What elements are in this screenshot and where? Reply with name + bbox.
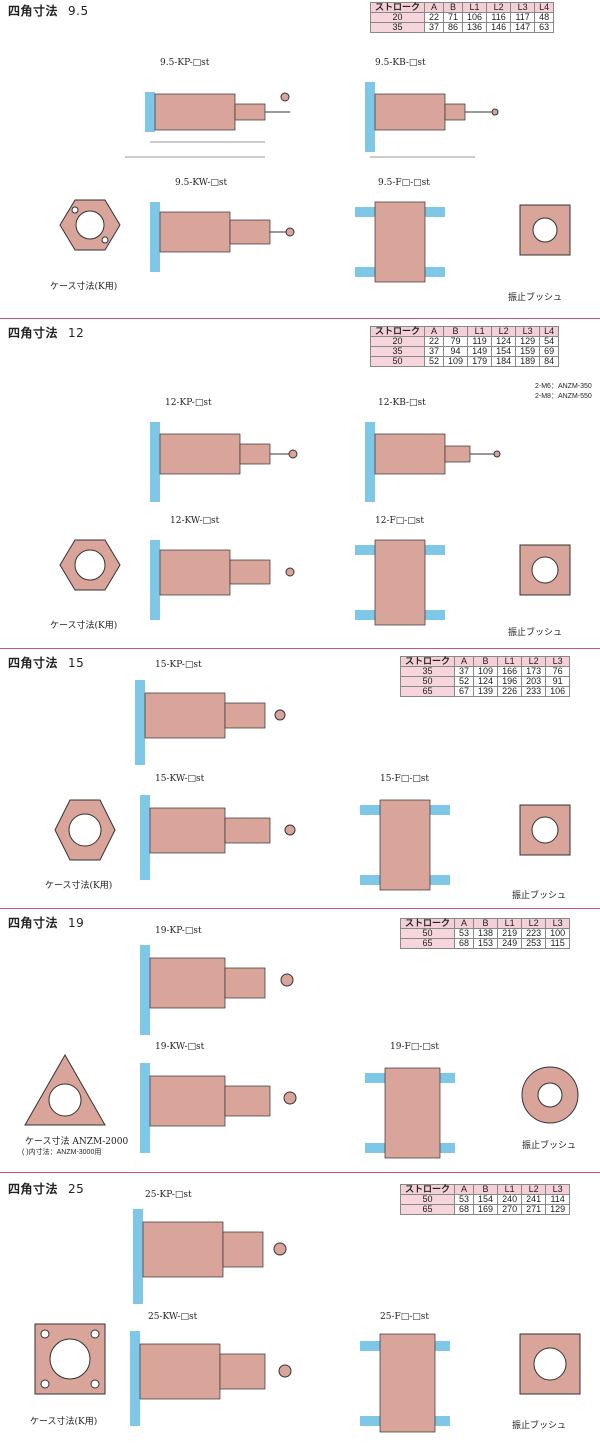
- cylinder-drawing-kp: [140, 945, 294, 1035]
- note-m8: 2-M8：ANZM-550: [535, 393, 592, 400]
- divider: [0, 1172, 600, 1173]
- divider: [0, 908, 600, 909]
- drawing-label-kw: 25-KW-□st: [148, 1312, 198, 1322]
- case-flange-drawing: [59, 199, 121, 251]
- divider: [0, 318, 600, 319]
- drawing-label-kb: 9.5-KB-□st: [375, 58, 426, 68]
- bushing-caption: 振止ブッシュ: [508, 293, 563, 303]
- cylinder-drawing-kw: [150, 202, 295, 272]
- case-flange-drawing: [24, 1053, 106, 1126]
- bushing-caption: 振止ブッシュ: [512, 1421, 567, 1431]
- cylinder-drawing-kp: [133, 1209, 287, 1304]
- case-caption: ケース寸法 ANZM-2000: [25, 1137, 129, 1147]
- bushing-caption: 振止ブッシュ: [522, 1141, 577, 1151]
- drawing-label-kw: 9.5-KW-□st: [175, 178, 228, 188]
- drawing-label-f: 19-F□-□st: [390, 1042, 440, 1052]
- drawing-label-kw: 19-KW-□st: [155, 1042, 205, 1052]
- cylinder-drawing-f: [360, 1333, 450, 1433]
- case-flange-drawing: [59, 539, 121, 591]
- case-caption: ケース寸法(K用): [45, 881, 113, 891]
- drawing-label-f: 15-F□-□st: [380, 774, 430, 784]
- bushing-caption: 振止ブッシュ: [508, 628, 563, 638]
- case-flange-drawing: [54, 799, 116, 861]
- drawing-label-kp: 25-KP-□st: [145, 1190, 192, 1200]
- drawing-label-f: 12-F□-□st: [375, 516, 425, 526]
- cylinder-drawing-kw: [140, 1063, 297, 1153]
- case-caption: ケース寸法(K用): [50, 621, 118, 631]
- bushing-drawing: [519, 804, 571, 856]
- bushing-drawing: [519, 204, 571, 256]
- cylinder-drawing-kp: [125, 92, 290, 158]
- cylinder-drawing-kw: [130, 1331, 292, 1426]
- bushing-caption: 振止ブッシュ: [512, 891, 567, 901]
- bushing-drawing: [521, 1066, 579, 1124]
- drawing-label-f: 9.5-F□-□st: [378, 178, 430, 188]
- cylinder-drawing-kw: [140, 795, 296, 880]
- cylinder-drawing-kw: [150, 540, 295, 620]
- case-note: ( )内寸法：ANZM-3000用: [22, 1149, 102, 1156]
- cylinder-drawing-kb: [365, 422, 501, 502]
- drawing-label-kp: 19-KP-□st: [155, 926, 202, 936]
- drawing-label-f: 25-F□-□st: [380, 1312, 430, 1322]
- cylinder-drawing-f: [355, 539, 445, 626]
- cylinder-drawing-kp: [150, 422, 298, 502]
- drawing-label-kp: 12-KP-□st: [165, 398, 212, 408]
- drawing-label-kp: 9.5-KP-□st: [160, 58, 210, 68]
- divider: [0, 648, 600, 649]
- drawing-label-kw: 12-KW-□st: [170, 516, 220, 526]
- drawing-label-kb: 12-KB-□st: [378, 398, 426, 408]
- cylinder-drawing-f: [360, 799, 450, 891]
- bushing-drawing: [519, 1333, 581, 1395]
- case-caption: ケース寸法(K用): [30, 1417, 98, 1427]
- drawing-label-kw: 15-KW-□st: [155, 774, 205, 784]
- drawing-label-kp: 15-KP-□st: [155, 660, 202, 670]
- cylinder-drawing-f: [355, 201, 445, 283]
- case-flange-drawing: [34, 1323, 106, 1395]
- cylinder-drawing-f: [365, 1067, 455, 1159]
- case-caption: ケース寸法(K用): [50, 282, 118, 292]
- cylinder-drawing-kp: [135, 680, 286, 765]
- note-m6: 2-M6：ANZM-350: [535, 383, 592, 390]
- bushing-drawing: [519, 544, 571, 596]
- cylinder-drawing-kb: [365, 82, 499, 158]
